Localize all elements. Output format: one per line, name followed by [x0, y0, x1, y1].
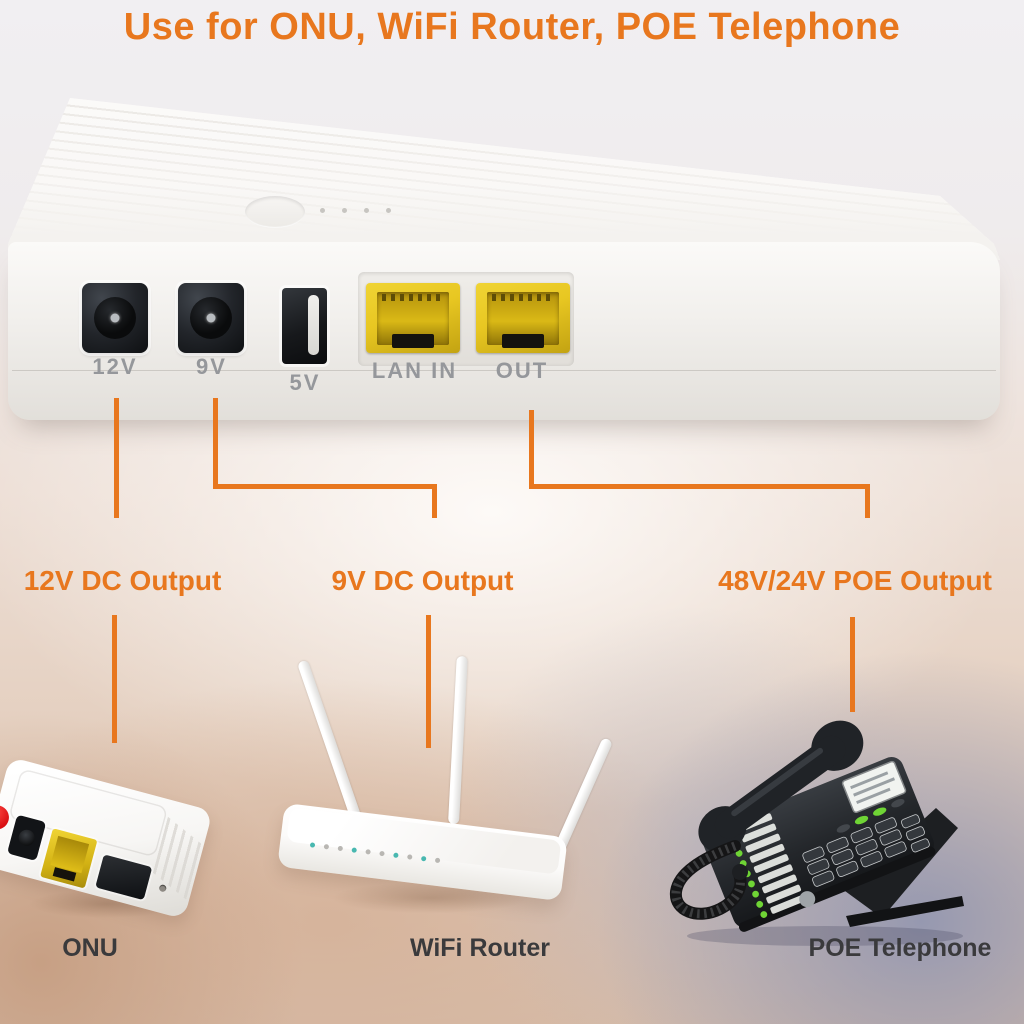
router-antenna-middle [448, 655, 468, 825]
onu-aux-port [95, 854, 153, 901]
power-button [245, 196, 305, 228]
vent-ridges [8, 98, 1000, 260]
phone-nav-button [799, 891, 816, 908]
wifi-router-device [260, 640, 614, 952]
device-label-router: WiFi Router [409, 934, 551, 962]
device-label-onu: ONU [62, 934, 118, 962]
router-led-row [309, 842, 441, 864]
onu-reset-hole [158, 883, 168, 893]
lan-in-port [366, 283, 460, 353]
callout-label-9v: 9V DC Output [331, 565, 514, 596]
callout-line-12v [114, 398, 119, 518]
onu-device [0, 756, 246, 926]
callout-line-poe-h [529, 484, 870, 489]
phone-keypad [802, 814, 930, 887]
usb-5v-port [282, 288, 327, 364]
status-led-row [320, 208, 410, 214]
dc-9v-port [178, 283, 244, 353]
poe-telephone-graphic [670, 720, 964, 946]
phone-handset [698, 720, 864, 853]
phone-body [702, 757, 936, 932]
onu-fiber-port [0, 802, 12, 833]
phone-function-keys [836, 799, 905, 833]
port-label-5v: 5V [289, 370, 321, 395]
callout-label-12v: 12V DC Output [23, 565, 222, 596]
callout-line-to-onu [112, 615, 117, 743]
callout-line-9v-v1 [213, 398, 218, 489]
callout-line-9v-v2 [432, 484, 437, 518]
port-label-lan-in: LAN IN [371, 358, 458, 383]
ups-device: 12V 9V 5V LAN IN OUT [8, 96, 1000, 432]
phone-cord [670, 840, 748, 920]
poe-out-port [476, 283, 570, 353]
port-label-12v: 12V [92, 354, 138, 379]
router-antenna-left [296, 659, 363, 824]
port-label-9v: 9V [196, 354, 227, 379]
dc-12v-port [82, 283, 148, 353]
callout-line-poe-v2 [865, 484, 870, 518]
port-label-out: OUT [495, 358, 549, 383]
callout-line-poe-v1 [529, 410, 534, 489]
callout-line-9v-h [213, 484, 437, 489]
callout-line-to-router [426, 615, 431, 748]
callout-label-poe: 48V/24V POE Output [718, 565, 992, 596]
callout-line-to-phone [850, 617, 855, 712]
onu-lan-port [40, 828, 98, 889]
poe-telephone-device [640, 696, 975, 951]
ups-top-face [8, 98, 1000, 260]
onu-dc-jack [6, 814, 47, 861]
device-label-phone: POE Telephone [808, 934, 992, 962]
page-title: Use for ONU, WiFi Router, POE Telephone [123, 6, 901, 48]
